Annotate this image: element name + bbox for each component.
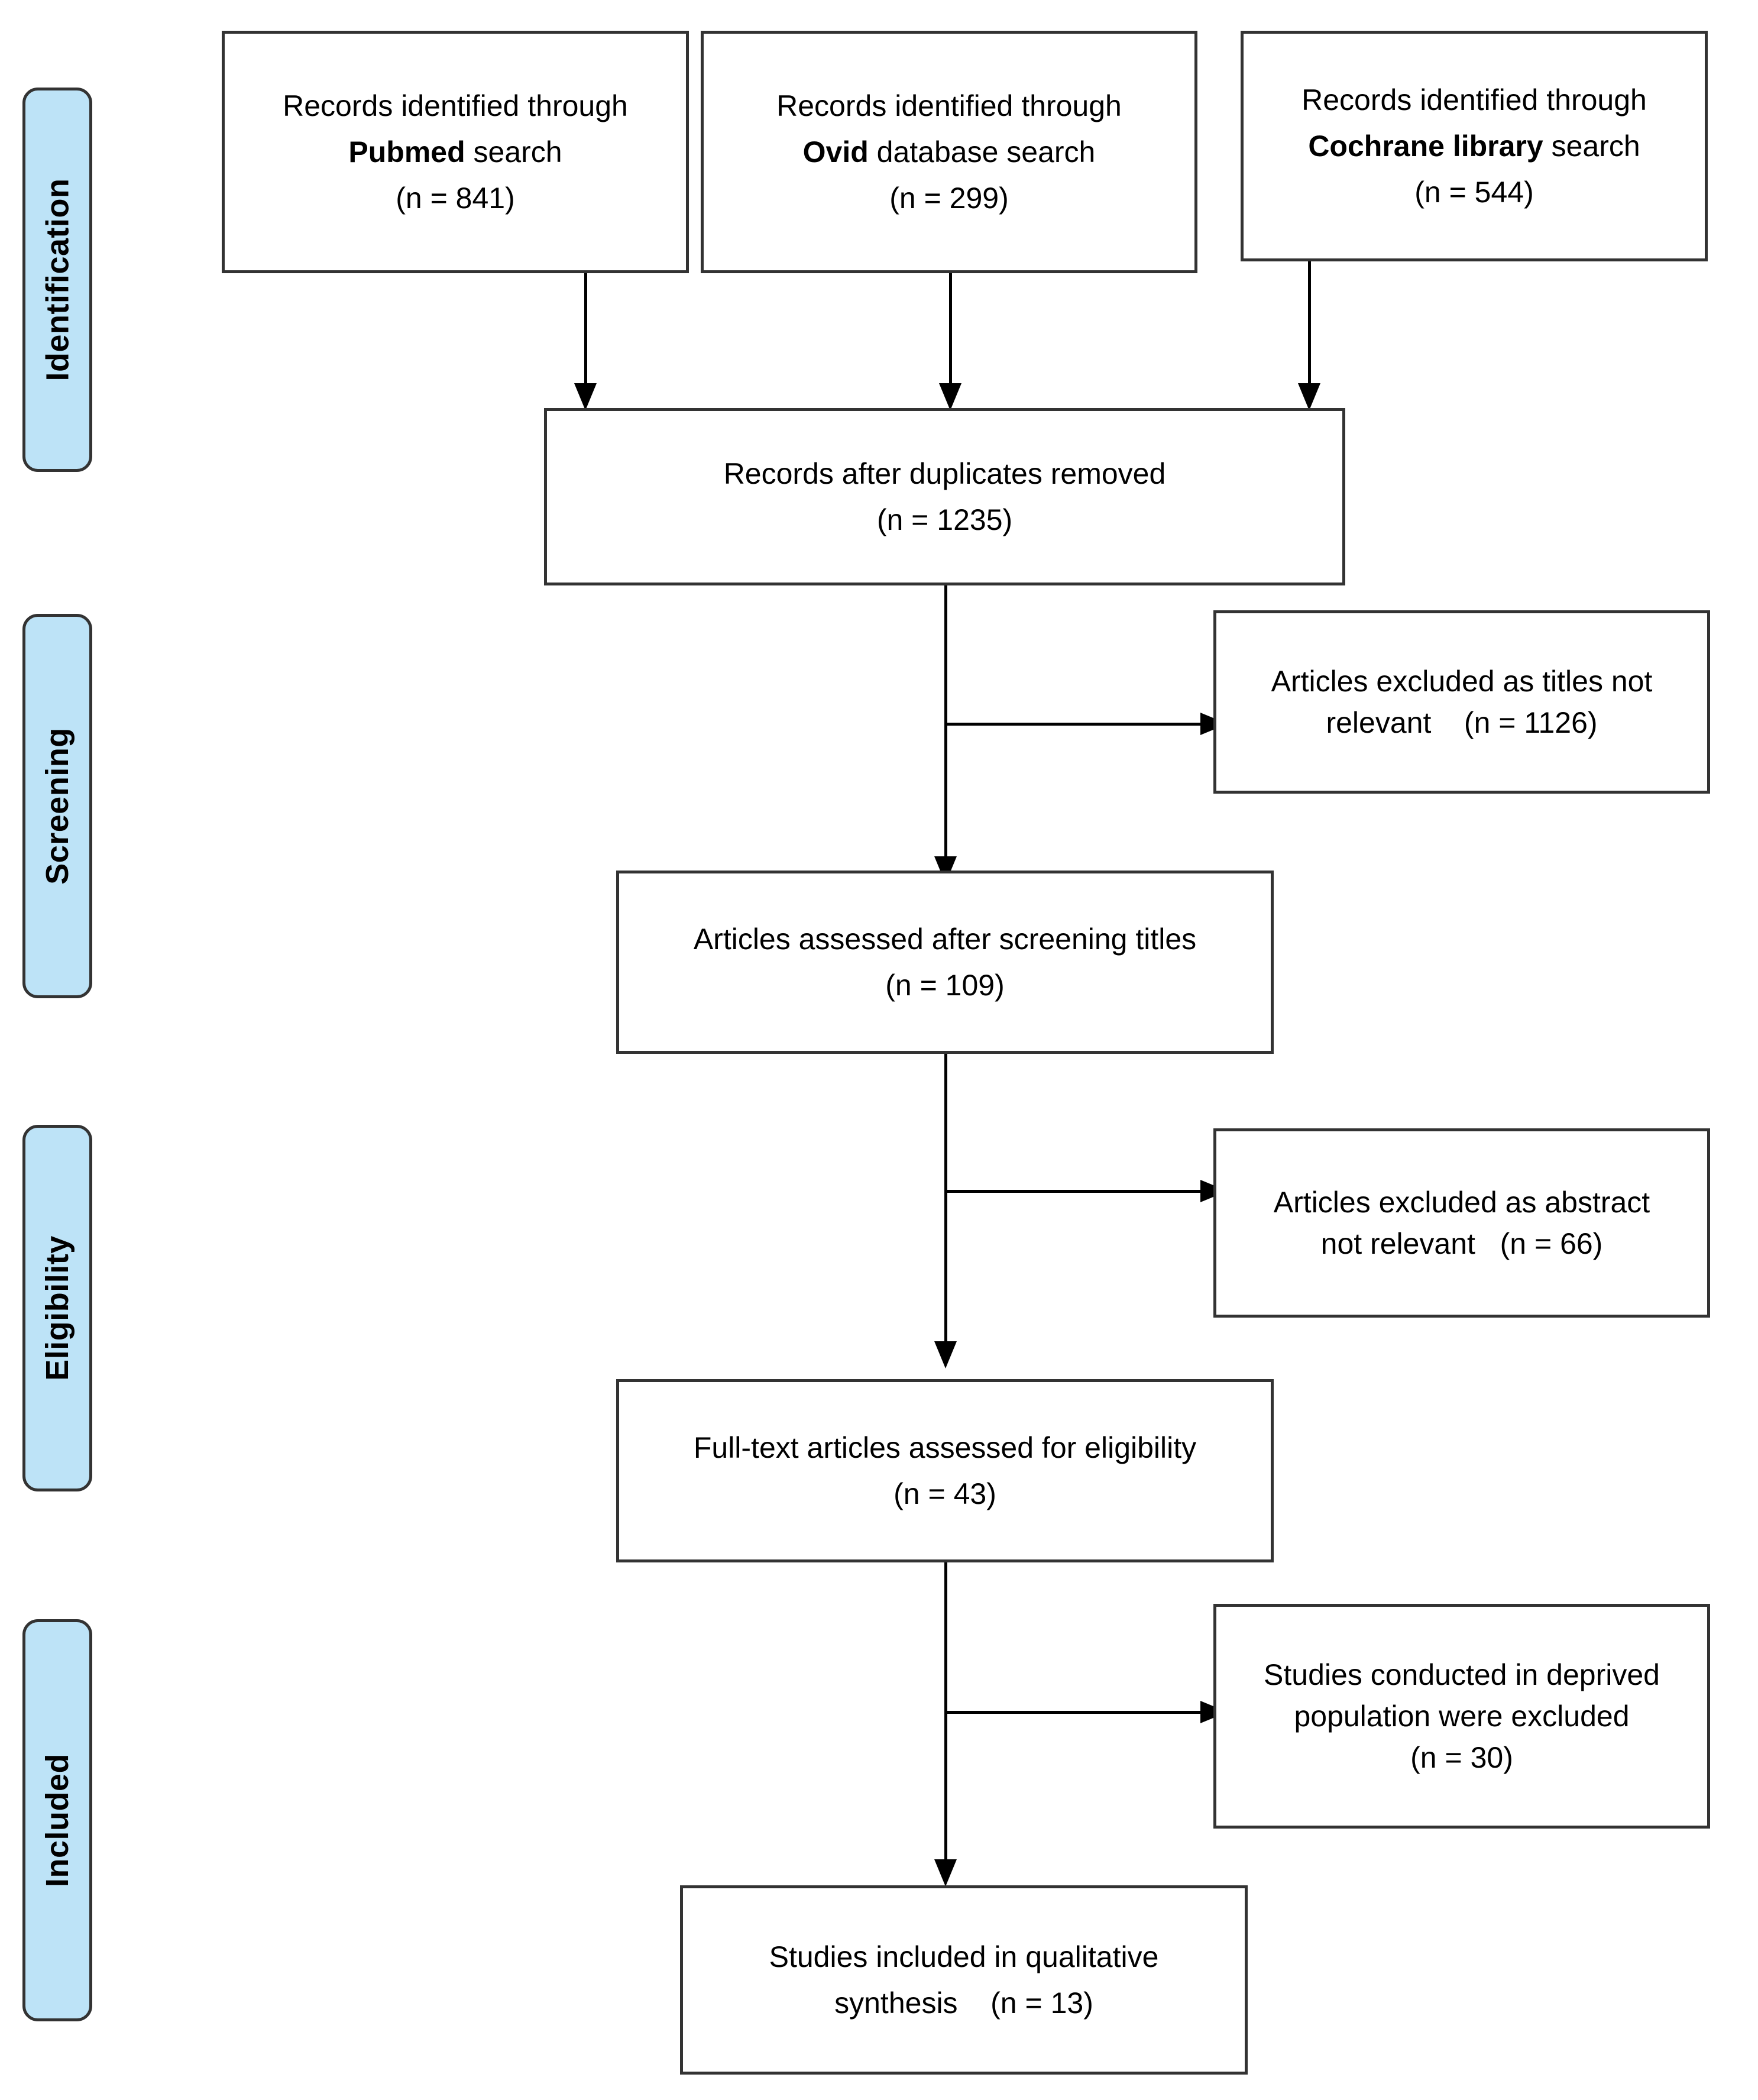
box-included-qualitative: Studies included in qualitative synthesi… [680, 1885, 1248, 2075]
box-assessed-after-titles-line1: Articles assessed after screening titles [693, 923, 1197, 956]
stage-label-identification-text: Identification [40, 178, 75, 381]
connector-branch-excluded-abstract [944, 1190, 1207, 1193]
box-assessed-after-titles-count: (n = 109) [885, 969, 1005, 1002]
box-records-cochrane-line2: Cochrane library search [1308, 123, 1640, 169]
box-records-cochrane-source: Cochrane library [1308, 130, 1543, 163]
stage-label-included: Included [22, 1619, 92, 2021]
box-excluded-abstract: Articles excluded as abstract not releva… [1213, 1128, 1710, 1318]
connector-assessed-to-fulltext [944, 1054, 947, 1350]
box-records-ovid-line2: Ovid database search [803, 129, 1096, 175]
box-records-ovid-line2-rest: database search [868, 135, 1096, 169]
box-records-ovid-line1: Records identified through [776, 89, 1122, 122]
box-excluded-deprived: Studies conducted in deprived population… [1213, 1604, 1710, 1829]
arrowhead-assessed-to-fulltext [934, 1341, 957, 1368]
box-duplicates-removed-count: (n = 1235) [876, 503, 1013, 536]
stage-label-screening-text: Screening [40, 727, 75, 885]
connector-fulltext-to-included [944, 1562, 947, 1868]
box-excluded-deprived-line1: Studies conducted in deprived [1264, 1658, 1660, 1691]
stage-label-eligibility-text: Eligibility [40, 1235, 75, 1381]
box-records-pubmed-line2-rest: search [465, 135, 562, 169]
box-excluded-titles: Articles excluded as titles not relevant… [1213, 610, 1710, 794]
connector-pubmed-to-duplicates [584, 273, 587, 391]
box-excluded-deprived-count: (n = 30) [1410, 1741, 1513, 1774]
connector-branch-excluded-deprived [944, 1711, 1207, 1714]
box-included-qualitative-line1: Studies included in qualitative [769, 1940, 1159, 1973]
arrowhead-pubmed-to-duplicates [574, 383, 597, 410]
box-records-pubmed-source: Pubmed [348, 135, 465, 169]
box-records-cochrane: Records identified through Cochrane libr… [1241, 31, 1708, 261]
box-excluded-titles-line1: Articles excluded as titles not [1271, 665, 1653, 698]
box-excluded-abstract-line2: not relevant (n = 66) [1321, 1223, 1603, 1264]
box-excluded-abstract-line2-text: not relevant [1320, 1227, 1475, 1260]
box-duplicates-removed: Records after duplicates removed (n = 12… [544, 408, 1345, 585]
box-duplicates-removed-line1: Records after duplicates removed [723, 457, 1166, 490]
box-excluded-titles-line2: relevant (n = 1126) [1326, 702, 1597, 743]
box-assessed-after-titles: Articles assessed after screening titles… [616, 871, 1274, 1054]
stage-label-screening: Screening [22, 614, 92, 998]
box-fulltext-eligibility-count: (n = 43) [893, 1477, 996, 1510]
stage-label-identification: Identification [22, 88, 92, 472]
box-records-pubmed: Records identified through Pubmed search… [222, 31, 689, 273]
stage-label-included-text: Included [40, 1753, 76, 1888]
arrowhead-fulltext-to-included [934, 1859, 957, 1887]
connector-branch-excluded-titles [944, 723, 1207, 726]
box-records-cochrane-line1: Records identified through [1301, 83, 1647, 117]
stage-label-eligibility: Eligibility [22, 1125, 92, 1491]
box-records-pubmed-line2: Pubmed search [348, 129, 562, 175]
box-records-ovid: Records identified through Ovid database… [701, 31, 1197, 273]
connector-cochrane-to-duplicates [1308, 261, 1311, 391]
box-excluded-deprived-line2: population were excluded [1294, 1700, 1630, 1733]
box-fulltext-eligibility-line1: Full-text articles assessed for eligibil… [693, 1431, 1197, 1464]
box-records-cochrane-count: (n = 544) [1414, 176, 1534, 209]
box-excluded-abstract-count: (n = 66) [1500, 1227, 1603, 1260]
box-excluded-titles-count: (n = 1126) [1464, 706, 1598, 739]
box-records-pubmed-count: (n = 841) [396, 182, 515, 215]
box-records-ovid-count: (n = 299) [889, 182, 1009, 215]
box-records-pubmed-line1: Records identified through [283, 89, 628, 122]
box-included-qualitative-line2-text: synthesis [834, 1986, 958, 2020]
arrowhead-cochrane-to-duplicates [1298, 383, 1320, 410]
arrowhead-ovid-to-duplicates [939, 383, 961, 410]
box-excluded-abstract-line1: Articles excluded as abstract [1273, 1186, 1650, 1219]
box-included-qualitative-count: (n = 13) [990, 1986, 1093, 2020]
connector-ovid-to-duplicates [949, 273, 952, 391]
box-records-cochrane-line2-rest: search [1543, 130, 1640, 163]
box-excluded-titles-line2-text: relevant [1326, 706, 1432, 739]
box-records-ovid-source: Ovid [802, 135, 869, 169]
box-included-qualitative-line2: synthesis (n = 13) [834, 1980, 1093, 2026]
box-fulltext-eligibility: Full-text articles assessed for eligibil… [616, 1379, 1274, 1562]
